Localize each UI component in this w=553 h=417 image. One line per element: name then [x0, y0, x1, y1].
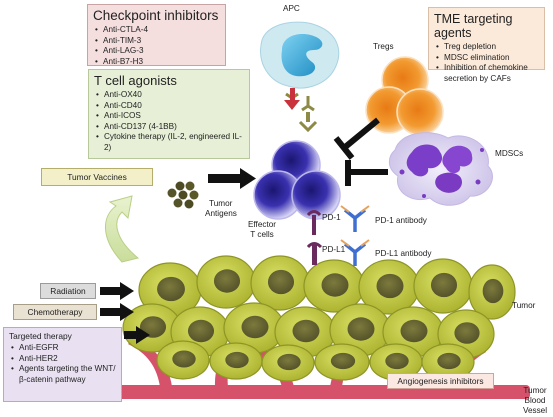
radiation-label: Radiation	[40, 283, 96, 299]
targeted-list: Anti-EGFR Anti-HER2 Agents targeting the…	[9, 343, 116, 385]
pdl1-label: PD-L1	[322, 245, 346, 254]
tme-item: Inhibition of chemokine secretion by CAF…	[436, 63, 539, 84]
agonist-item: Anti-CD137 (4-1BB)	[96, 122, 244, 133]
pdl1-antibody-label: PD-L1 antibody	[375, 249, 432, 258]
antigen-release-arrow	[104, 195, 140, 263]
tme-item: Treg depletion	[436, 42, 539, 53]
tumor-cell	[314, 343, 370, 381]
apc-label: APC	[283, 4, 300, 13]
tme-item: MDSC elimination	[436, 53, 539, 64]
agonist-item: Cytokine therapy (IL-2, engineered IL-2)	[96, 132, 244, 153]
tumor-cell	[413, 258, 473, 314]
tumor-antigens	[167, 181, 199, 209]
tumor-label: Tumor	[512, 301, 536, 310]
checkpoint-item: Anti-TIM-3	[95, 36, 220, 47]
checkpoint-title: Checkpoint inhibitors	[93, 8, 219, 23]
agonists-list: Anti-OX40 Anti-CD40 Anti-ICOS Anti-CD137…	[94, 90, 244, 154]
effector-label-2: T cells	[250, 230, 274, 239]
vessel-label-3: Vessel	[522, 406, 548, 415]
tme-list: Treg depletion MDSC elimination Inhibiti…	[434, 42, 539, 84]
effector-t-cells	[253, 140, 341, 220]
targeted-item: Agents targeting the WNT/β-catenin pathw…	[11, 364, 116, 385]
therapy-arrows	[100, 282, 150, 344]
tumor-cell	[329, 303, 391, 357]
checkpoint-list: Anti-CTLA-4 Anti-TIM-3 Anti-LAG-3 Anti-B…	[93, 25, 220, 67]
tumor-cell	[303, 259, 365, 313]
pd1-antibody-shape	[340, 205, 370, 232]
t-cell-agonists-box: T cell agonists Anti-OX40 Anti-CD40 Anti…	[88, 69, 250, 159]
targeted-title: Targeted therapy	[9, 331, 72, 341]
agonist-item: Anti-ICOS	[96, 111, 244, 122]
tumor-antigens-label-2: Antigens	[205, 209, 237, 218]
tme-targeting-box: TME targeting agents Treg depletion MDSC…	[428, 7, 545, 83]
targeted-therapy-box: Targeted therapy Anti-EGFR Anti-HER2 Age…	[3, 327, 122, 402]
inhibition-arrows	[333, 117, 388, 186]
tumor-cell	[209, 342, 263, 380]
tumor-vaccines-label: Tumor Vaccines	[41, 168, 153, 186]
agonist-item: Anti-OX40	[96, 90, 244, 101]
tumor-cell	[468, 264, 516, 320]
pdl1-ligand	[306, 242, 323, 265]
apc-cell	[260, 21, 340, 89]
apc-tcell-interface	[284, 88, 318, 133]
tumor-cell	[156, 340, 210, 380]
angiogenesis-inhibitors-label: Angiogenesis inhibitors	[387, 373, 494, 389]
checkpoint-inhibitors-box: Checkpoint inhibitors Anti-CTLA-4 Anti-T…	[87, 4, 226, 67]
agonist-item: Anti-CD40	[96, 101, 244, 112]
vessel-label-2: Blood	[524, 396, 546, 405]
vaccine-arrow	[208, 168, 256, 189]
mdsc-cells	[388, 132, 493, 206]
chemotherapy-label: Chemotherapy	[13, 304, 97, 320]
tumor-cell	[421, 343, 475, 381]
checkpoint-item: Anti-LAG-3	[95, 46, 220, 57]
tumor-cells	[122, 255, 516, 382]
tme-title: TME targeting agents	[434, 12, 513, 40]
vessel-label-1: Tumor	[523, 386, 547, 395]
pd1-label: PD-1	[322, 213, 341, 222]
tumor-cell	[369, 343, 423, 381]
tumor-cell	[250, 255, 310, 311]
tumor-antigens-label-1: Tumor	[209, 199, 233, 208]
targeted-item: Anti-EGFR	[11, 343, 116, 354]
tregs-label: Tregs	[373, 42, 394, 51]
checkpoint-item: Anti-CTLA-4	[95, 25, 220, 36]
effector-label-1: Effector	[247, 220, 277, 229]
tumor-cell	[196, 255, 256, 309]
checkpoint-item: Anti-B7-H3	[95, 57, 220, 68]
agonists-title: T cell agonists	[94, 73, 177, 88]
tumor-cell	[261, 344, 315, 382]
targeted-item: Anti-HER2	[11, 354, 116, 365]
mdscs-label: MDSCs	[495, 149, 524, 158]
pd1-antibody-label: PD-1 antibody	[375, 216, 427, 225]
pd1-receptor	[306, 210, 322, 235]
pdl1-antibody-shape	[340, 239, 370, 266]
